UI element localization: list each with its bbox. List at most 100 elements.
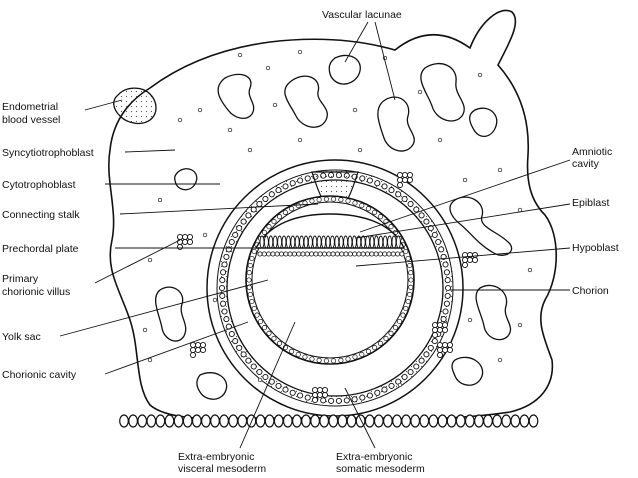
decidual-cell [237,414,248,428]
mesoderm-cell [345,198,351,204]
mesoderm-cell [400,312,406,318]
mesoderm-cell [289,206,295,212]
epiblast-cell [351,235,357,249]
decidual-cell [273,414,284,428]
epiblast-cell [378,235,384,249]
decidual-cell [437,414,448,428]
mesoderm-cell [392,325,399,331]
mesoderm-cell [254,312,260,318]
mesoderm-cell [246,270,252,276]
hypoblast-cell [352,251,358,257]
cytotrophoblast-cell [423,218,430,225]
cytotrophoblast-cell [297,177,304,184]
villus-cell [199,341,207,349]
decidual-cell [528,414,539,428]
villus-cell [446,341,454,349]
decidual-cell [137,414,148,428]
mesoderm-cell [407,291,413,298]
mesoderm-cell [331,358,337,364]
nucleus [352,107,358,113]
mesoderm-cell [365,348,371,354]
nucleus [497,167,503,173]
epiblast-cell [263,235,269,249]
decidual-cell [200,414,211,428]
hypoblast-cell [291,251,297,257]
cytotrophoblast-cell [236,344,243,351]
villus-cell [471,256,479,264]
nucleus [202,232,208,238]
nucleus [272,102,278,108]
cytotrophoblast-cell [223,316,230,323]
villus-cell [181,238,189,246]
cytotrophoblast-cell [240,218,247,225]
cytotrophoblast-cell [275,187,282,194]
epiblast-cell [321,235,327,249]
decidual-cell [292,414,302,428]
cytotrophoblast-cell [443,269,450,276]
villus-cell [406,171,414,179]
cytotrophoblast-cell [435,238,442,246]
hypoblast-cell [313,251,319,257]
nucleus [237,52,243,58]
epiblast-cell [277,235,283,249]
villus-cell [396,176,404,184]
cytotrophoblast-cell [304,394,311,401]
mesoderm-cell [331,196,337,202]
villus-cell [431,326,439,334]
decidual-cell [410,414,421,428]
epiblast-cell [391,235,397,249]
mesoderm-cell [246,277,252,283]
mesoderm-cell [266,330,272,336]
mesoderm-cell [359,351,365,358]
decidual-cell [364,414,375,428]
hypoblast-cell [390,251,396,257]
hypoblast-cell [360,251,366,257]
nucleus [197,107,203,113]
decidual-cell [219,414,230,428]
nucleus [142,327,148,333]
cytotrophoblast-cell [250,363,257,370]
villus-cell [441,341,449,349]
label-amniotic: Amniotic [572,146,612,158]
cytotrophoblast-cell [228,330,235,338]
mesoderm-cell [338,357,344,363]
hypoblast-cell [339,251,345,257]
label-amniotic-cavity: cavity [572,158,600,170]
hypoblast-cell [334,251,340,257]
epiblast-cell [281,235,287,249]
decidual-cell [474,414,484,428]
epiblast-cell [338,235,344,249]
decidual-cell [428,414,439,428]
epiblast-cell [294,235,300,249]
mesoderm-cell [352,354,358,360]
mesoderm-cell [289,348,295,354]
decidual-cell [401,414,412,428]
nucleus [157,197,163,203]
villus-cell [176,233,184,241]
villus-cell [441,326,449,334]
villus-cell [436,341,444,349]
mesoderm-cell [276,340,283,346]
decidual-cell [373,414,384,428]
epiblast-cell [316,235,322,249]
cytotrophoblast-cell [256,368,263,376]
villus-cell [406,176,414,184]
epiblast-cell [382,235,388,249]
villus-cell [436,351,444,359]
hypoblast-cell [317,251,323,257]
endometrial-vessel [113,87,157,125]
nucleus [497,357,503,363]
label-chorion: Chorion [572,285,609,297]
villus-cell [194,346,202,354]
cytotrophoblast-cell [401,373,408,381]
decidual-cell [119,414,129,428]
label-somatic-1: Extra-embryonic [336,451,412,463]
cytotrophoblast-cell [240,351,247,358]
cytotrophoblast-cell [407,200,414,208]
hypoblast-cell [274,251,280,257]
cytotrophoblast-cell [374,389,381,396]
cytotrophoblast-cell [442,308,449,315]
nucleus [462,177,468,183]
hypoblast-cell [300,251,306,257]
